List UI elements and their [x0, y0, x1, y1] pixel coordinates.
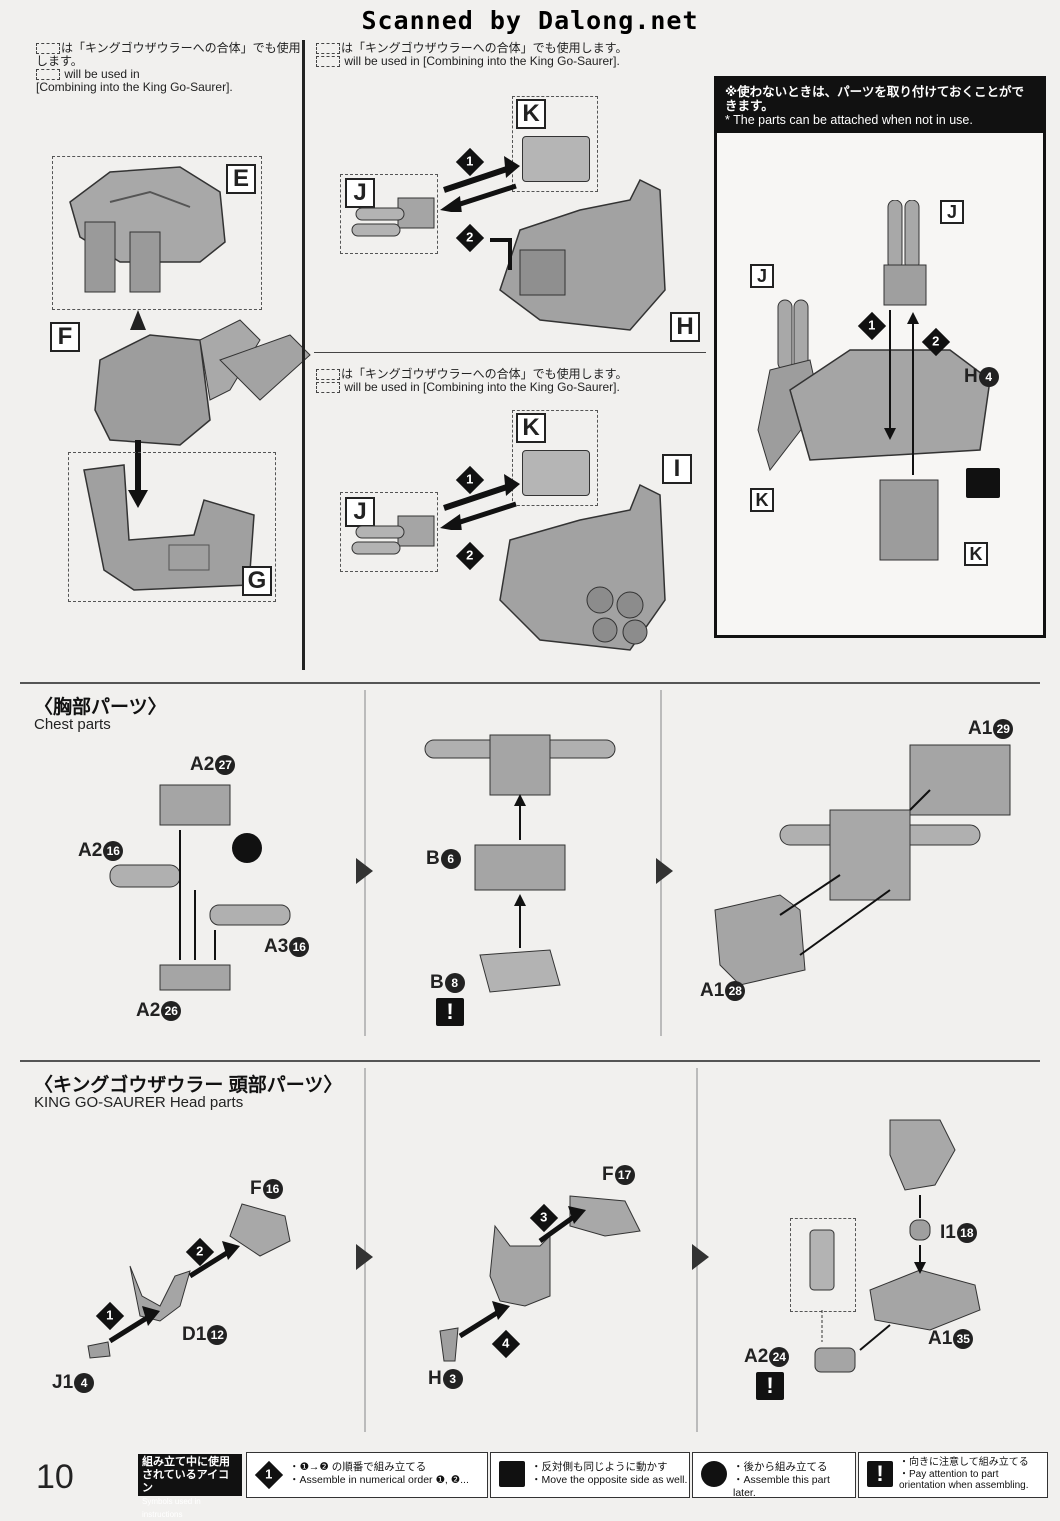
step-order-icon: 1: [254, 1460, 284, 1490]
legend-item-later: ・後から組み立てる ・Assemble this part later.: [692, 1452, 856, 1499]
part-k-frame: [512, 96, 598, 192]
head-step1-drawing: [87, 1203, 291, 1359]
chest-step3-drawing: [714, 744, 1011, 986]
label-j-stand: J: [940, 200, 964, 224]
left-note: は「キングゴウザウラーへの合体」でも使用します。 will be used in…: [36, 41, 301, 94]
part-g-drawing: [83, 464, 255, 591]
head-step2-drawing: [439, 1195, 641, 1362]
arrows-step-icon: [440, 156, 520, 212]
storage-drawing: [757, 200, 991, 561]
dashed-box-icon: [36, 43, 60, 55]
part-e-drawing: [69, 166, 226, 293]
hidden-part-frame: [790, 1218, 856, 1312]
label-k-side: K: [750, 488, 774, 512]
step-2-icon: 2: [455, 541, 485, 571]
arrow-down-icon: [128, 440, 148, 508]
mid-note-top: は「キングゴウザウラーへの合体」でも使用します。 will be used in…: [316, 42, 696, 68]
head-step3-drawing: [809, 1119, 981, 1373]
label-g: G: [242, 566, 272, 596]
head-title-en: KING GO-SAURER Head parts: [34, 1094, 244, 1111]
next-arrow-icon: [356, 858, 373, 884]
legend-item-order: 1 ・❶→❷ の順番で組み立てる ・Assemble in numerical …: [246, 1452, 488, 1498]
part-j2-frame: [340, 492, 438, 572]
legend-title: 組み立て中に使用されているアイコン Symbols used in instru…: [138, 1454, 242, 1519]
next-arrow-icon: [692, 1244, 709, 1270]
label-k-stand: K: [964, 542, 988, 566]
dashed-box-icon: [316, 369, 340, 381]
label-k: K: [516, 99, 546, 129]
part-j-drawing: [351, 197, 435, 237]
section-divider-chest: [20, 682, 1040, 684]
label-e: E: [226, 164, 256, 194]
next-arrow-icon: [356, 1244, 373, 1270]
chest-step1-drawing: [109, 784, 291, 991]
label-j-side: J: [750, 264, 774, 288]
page-number: 10: [36, 1458, 74, 1496]
part-j-frame: [340, 174, 438, 254]
section-divider-head: [20, 1060, 1040, 1062]
label-k2: K: [516, 413, 546, 443]
chest-title-jp: 〈胸部パーツ〉: [34, 697, 167, 718]
step-2-icon: 2: [455, 223, 485, 253]
arrows-step-icon: [440, 474, 520, 530]
caution-icon: !: [756, 1372, 784, 1400]
mirror-icon: [966, 468, 1000, 498]
scan-credit: Scanned by Dalong.net: [361, 6, 699, 35]
caution-icon: !: [867, 1461, 893, 1487]
dashed-box-icon: [36, 69, 60, 81]
label-i: I: [662, 454, 692, 484]
part-g-frame: [68, 452, 276, 602]
label-j2: J: [345, 497, 375, 527]
later-icon: [701, 1461, 727, 1487]
label-h: H: [670, 312, 700, 342]
dashed-box-icon: [316, 382, 340, 394]
part-f-drawing: [94, 310, 311, 446]
part-k2-drawing: [522, 450, 590, 496]
part-k-drawing: [522, 136, 590, 182]
part-h-drawing: [490, 178, 666, 331]
chest-title-en: Chest parts: [34, 716, 111, 733]
head-title-jp: 〈キングゴウザウラー 頭部パーツ〉: [34, 1075, 343, 1096]
mid-note-bottom: は「キングゴウザウラーへの合体」でも使用します。 will be used in…: [316, 368, 696, 394]
dashed-box-icon: [316, 43, 340, 55]
caution-icon: !: [436, 998, 464, 1026]
label-f: F: [50, 322, 80, 352]
legend-item-caution: ! ・向きに注意して組み立てる ・Pay attention to part o…: [858, 1452, 1048, 1498]
storage-box-header: ※使わないときは、パーツを取り付けておくことができます。 * The parts…: [717, 79, 1043, 133]
chest-step2-drawing: [424, 734, 616, 993]
part-i-drawing: [499, 483, 666, 651]
part-j2-drawing: [351, 515, 435, 555]
label-j: J: [345, 178, 375, 208]
part-k2-frame: [512, 410, 598, 506]
divider-vertical: [302, 40, 305, 670]
mid-divider: [314, 352, 706, 353]
dashed-box-icon: [316, 56, 340, 68]
next-arrow-icon: [656, 858, 673, 884]
legend-item-mirror: ・反対側も同じように動かす ・Move the opposite side as…: [490, 1452, 690, 1498]
part-e-frame: [52, 156, 262, 310]
mirror-icon: [499, 1461, 525, 1487]
